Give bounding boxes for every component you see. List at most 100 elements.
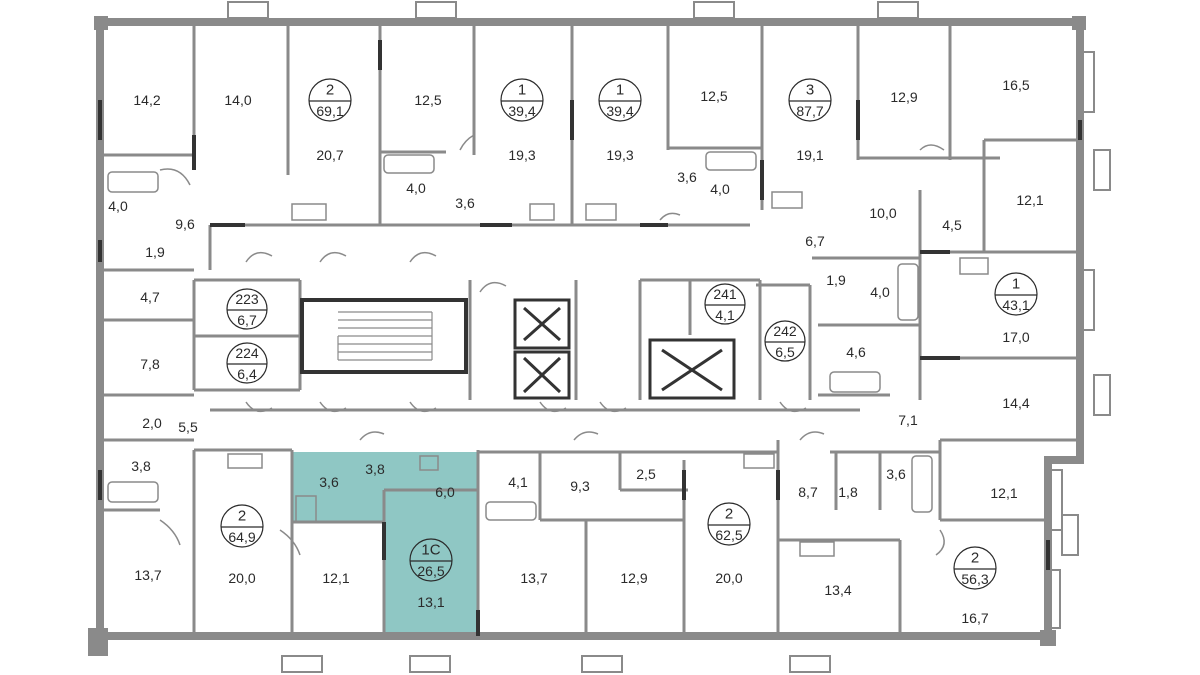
storage-badge[interactable]: 242 6,5 xyxy=(764,320,806,362)
apartment-rooms: 1 xyxy=(1012,276,1020,293)
apartment-rooms: 2 xyxy=(238,508,246,525)
room-area: 13,1 xyxy=(417,594,444,610)
room-area: 20,0 xyxy=(715,570,742,586)
room-area: 19,1 xyxy=(796,147,823,163)
room-area: 1,8 xyxy=(838,484,858,500)
room-area: 19,3 xyxy=(606,147,633,163)
apartment-rooms: 1С xyxy=(421,542,440,559)
room-area: 4,5 xyxy=(942,217,962,233)
apartment-badge[interactable]: 1 39,4 xyxy=(500,78,544,122)
room-area: 4,0 xyxy=(870,284,890,300)
sinks xyxy=(227,191,989,557)
room-area: 13,7 xyxy=(134,567,161,583)
storage-area: 6,4 xyxy=(237,366,257,382)
selected-apartment-highlight xyxy=(292,452,478,638)
room-area: 3,8 xyxy=(131,458,151,474)
storage-number: 241 xyxy=(713,286,737,302)
room-area: 3,6 xyxy=(319,474,339,490)
apartment-badges: 2 69,1 1 39,4 1 39,4 3 87,7 1 43,1 xyxy=(220,78,1038,590)
room-area: 4,6 xyxy=(846,344,866,360)
storage-area: 4,1 xyxy=(715,307,735,323)
room-area-labels: 14,2 14,0 20,7 12,5 19,3 19,3 12,5 19,1 … xyxy=(108,77,1044,626)
room-area: 7,1 xyxy=(898,412,918,428)
storage-area: 6,7 xyxy=(237,312,257,328)
room-area: 16,7 xyxy=(961,610,988,626)
storage-number: 242 xyxy=(773,323,797,339)
stair-steps xyxy=(337,311,433,361)
apartment-badge[interactable]: 2 56,3 xyxy=(953,546,997,590)
accent-walls xyxy=(98,40,1082,636)
apartment-area: 56,3 xyxy=(961,571,988,587)
room-area: 17,0 xyxy=(1002,329,1029,345)
apartment-area: 26,5 xyxy=(417,563,444,579)
room-area: 2,5 xyxy=(636,466,656,482)
apartment-badge[interactable]: 3 87,7 xyxy=(788,78,832,122)
room-area: 12,9 xyxy=(890,89,917,105)
room-area: 9,6 xyxy=(175,216,195,232)
room-area: 12,5 xyxy=(700,88,727,104)
room-area: 7,8 xyxy=(140,356,160,372)
room-area: 14,4 xyxy=(1002,395,1029,411)
stairwell xyxy=(300,298,468,374)
room-area: 3,6 xyxy=(677,169,697,185)
room-area: 6,7 xyxy=(805,233,825,249)
apartment-badge[interactable]: 1 43,1 xyxy=(994,272,1038,316)
room-area: 2,0 xyxy=(142,415,162,431)
apartment-rooms: 1 xyxy=(616,82,624,99)
apartment-badge[interactable]: 2 64,9 xyxy=(220,504,264,548)
room-area: 4,7 xyxy=(140,289,160,305)
storage-badges: 223 6,7 224 6,4 241 4,1 242 6,5 xyxy=(226,283,806,384)
room-area: 12,5 xyxy=(414,92,441,108)
storage-badge[interactable]: 224 6,4 xyxy=(226,342,268,384)
room-area: 10,0 xyxy=(869,205,896,221)
apartment-rooms: 3 xyxy=(806,82,814,99)
apartment-area: 69,1 xyxy=(316,103,343,119)
room-area: 13,4 xyxy=(824,582,851,598)
apartment-badge[interactable]: 2 62,5 xyxy=(707,502,751,546)
apartment-area: 87,7 xyxy=(796,103,823,119)
apartment-badge-selected[interactable]: 1С 26,5 xyxy=(409,538,453,582)
apartment-area: 62,5 xyxy=(715,527,742,543)
apartment-rooms: 2 xyxy=(326,82,334,99)
elevator-shafts xyxy=(513,298,736,400)
room-area: 12,1 xyxy=(1016,192,1043,208)
room-area: 12,9 xyxy=(620,570,647,586)
room-area: 14,2 xyxy=(133,92,160,108)
bathtubs xyxy=(107,151,933,521)
door-swings xyxy=(159,134,945,556)
room-area: 9,3 xyxy=(570,478,590,494)
room-area: 8,7 xyxy=(798,484,818,500)
room-area: 20,7 xyxy=(316,147,343,163)
storage-badge[interactable]: 241 4,1 xyxy=(704,283,746,325)
room-area: 3,6 xyxy=(455,195,475,211)
apartment-rooms: 2 xyxy=(725,506,733,523)
room-area: 3,8 xyxy=(365,461,385,477)
room-area: 4,1 xyxy=(508,474,528,490)
room-area: 4,0 xyxy=(406,180,426,196)
storage-number: 223 xyxy=(235,291,259,307)
room-area: 1,9 xyxy=(145,244,165,260)
apartment-badge[interactable]: 2 69,1 xyxy=(308,78,352,122)
room-area: 3,6 xyxy=(886,466,906,482)
corner-posts xyxy=(88,16,1086,656)
apartment-badge[interactable]: 1 39,4 xyxy=(598,78,642,122)
apartment-area: 39,4 xyxy=(508,103,535,119)
storage-badge[interactable]: 223 6,7 xyxy=(226,288,268,330)
apartment-area: 43,1 xyxy=(1002,297,1029,313)
room-area: 19,3 xyxy=(508,147,535,163)
room-area: 13,7 xyxy=(520,570,547,586)
room-area: 1,9 xyxy=(826,272,846,288)
apartment-area: 64,9 xyxy=(228,529,255,545)
storage-number: 224 xyxy=(235,345,259,361)
room-area: 6,0 xyxy=(435,484,455,500)
room-area: 5,5 xyxy=(178,419,198,435)
room-area: 20,0 xyxy=(228,570,255,586)
room-area: 16,5 xyxy=(1002,77,1029,93)
room-area: 12,1 xyxy=(322,570,349,586)
interior-walls xyxy=(100,22,1080,636)
room-area: 12,1 xyxy=(990,485,1017,501)
apartment-rooms: 1 xyxy=(518,82,526,99)
apartment-area: 39,4 xyxy=(606,103,633,119)
apartment-rooms: 2 xyxy=(971,550,979,567)
